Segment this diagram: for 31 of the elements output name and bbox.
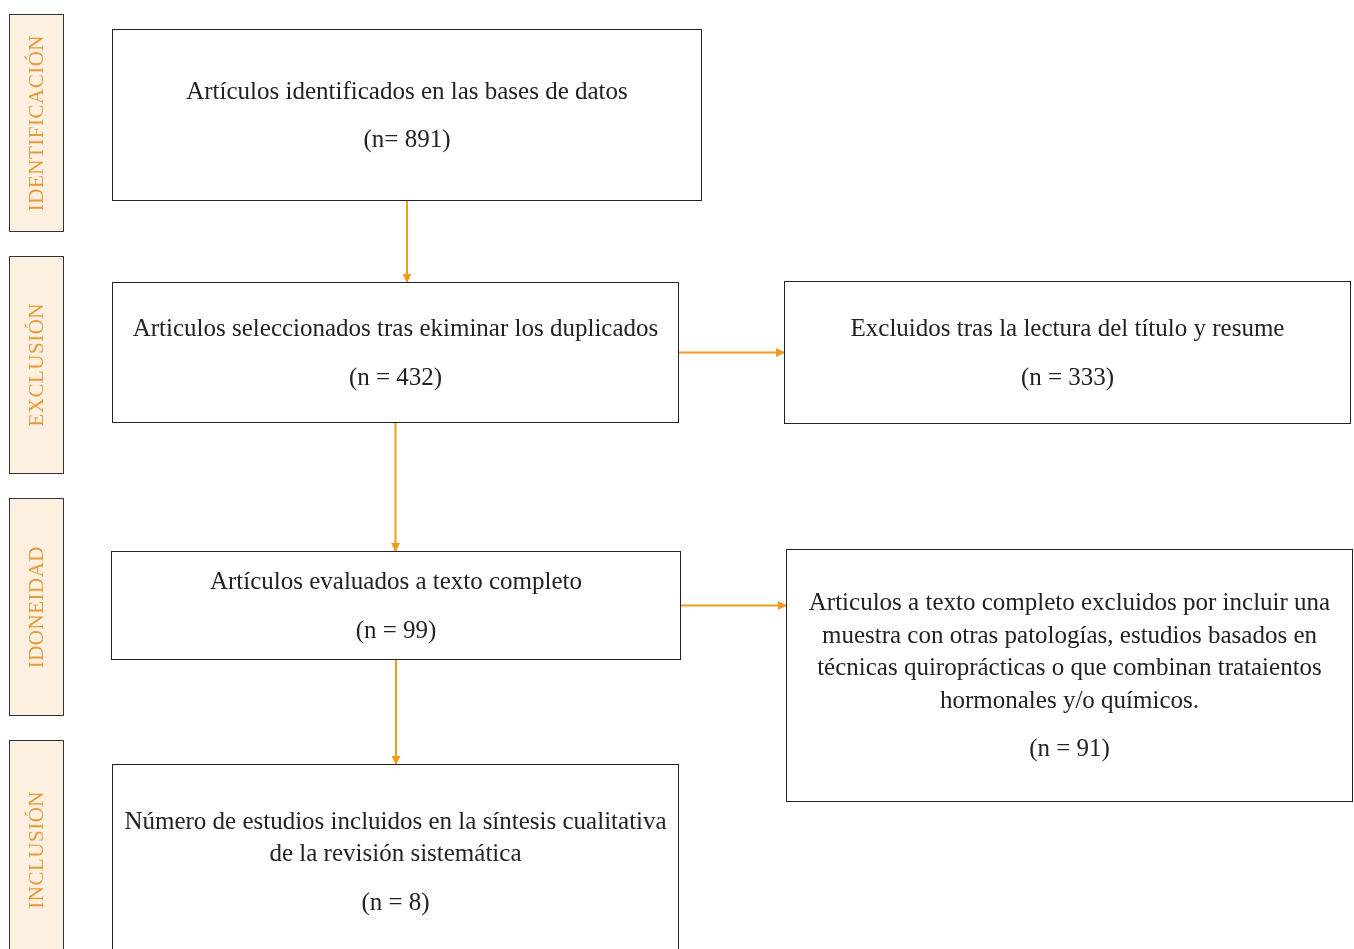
stage-label: IDONEIDAD (22, 545, 49, 669)
stage-band (9, 256, 64, 474)
process-box (784, 281, 1351, 424)
count-text: (n= 891) (363, 124, 451, 155)
count-text: (n = 99) (355, 614, 437, 645)
arrow (402, 200, 412, 283)
arrow (678, 348, 785, 357)
box-text: Excluidos tras la lectura del título y resume (850, 313, 1285, 343)
arrow (391, 422, 400, 552)
stage-label: EXCLUSIÓN (22, 303, 49, 427)
count-text: (n = 8) (361, 886, 430, 918)
box-text: Número de estudios incluidos en la síntesis cualitativa de la revisión sistemática (123, 805, 668, 869)
box-text: Artículos evaluados a texto completo (209, 566, 583, 596)
box-text: Artículos identificados en las bases de datos (186, 75, 628, 106)
stage-band (9, 14, 64, 232)
process-box (786, 549, 1353, 802)
arrow (680, 601, 787, 610)
box-text: Articulos a texto completo excluidos por incluir una muestra con otras patologías, estudios basados en técnicas quiroprácticas o que combinan trataientos hormonales y/o químicos. (807, 587, 1332, 715)
box-text: Articulos seleccionados tras ekiminar los duplicados (132, 313, 659, 343)
process-box (112, 282, 679, 423)
stage-label: INCLUSIÓN (22, 791, 49, 909)
count-text: (n = 333) (1020, 361, 1115, 393)
process-box (111, 551, 681, 660)
stage-band (9, 740, 64, 949)
stage-label: IDENTIFICACIÓN (22, 34, 49, 212)
process-box (112, 764, 679, 949)
stage-band (9, 498, 64, 716)
count-text: (n = 432) (348, 361, 443, 393)
process-box (112, 29, 702, 201)
count-text: (n = 91) (1029, 733, 1110, 764)
arrow (391, 659, 401, 765)
